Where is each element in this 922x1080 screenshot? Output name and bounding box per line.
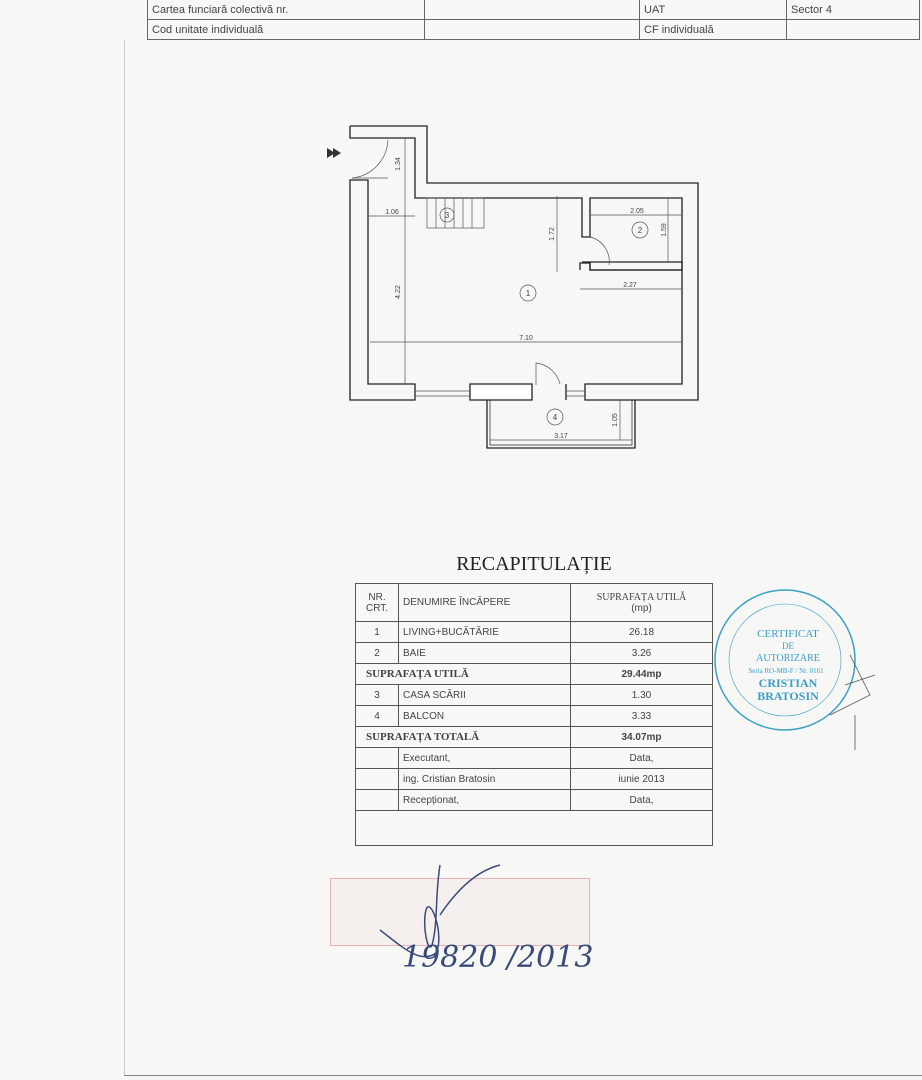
room-label: 2 xyxy=(638,226,643,235)
empty-cell xyxy=(355,810,713,846)
room-label: 3 xyxy=(445,211,450,220)
subtotal-label: SUPRAFAȚA UTILĂ xyxy=(355,663,571,685)
stamp-text: CRISTIAN xyxy=(759,676,818,690)
dimension-label: 4.22 xyxy=(395,285,402,299)
stamp-signature xyxy=(829,654,876,750)
cell-nr: 1 xyxy=(355,621,399,643)
cell-nr: 2 xyxy=(355,642,399,664)
dimension-label: 1.59 xyxy=(661,223,668,237)
cell-area: 26.18 xyxy=(570,621,713,643)
table-row: Cod unitate individuală CF individuală xyxy=(147,19,920,40)
cell-name: BAIE xyxy=(398,642,571,664)
cell-value xyxy=(786,19,920,40)
empty-cell xyxy=(355,789,399,811)
dimension-label: 3.17 xyxy=(554,433,568,440)
signoff-label: Executant, xyxy=(398,747,571,769)
dimension-label: 7.10 xyxy=(519,335,533,342)
room-label: 1 xyxy=(526,289,531,298)
signoff-date: Data, xyxy=(570,789,713,811)
signoff-date: Data, xyxy=(570,747,713,769)
cell-name: LIVING+BUCĂTĂRIE xyxy=(398,621,571,643)
cell-area: 3.26 xyxy=(570,642,713,664)
signoff-label: ing. Cristian Bratosin xyxy=(398,768,571,790)
stamp-text: CERTIFICAT xyxy=(757,628,819,640)
cell-nr: 3 xyxy=(355,684,399,706)
empty-row xyxy=(355,810,713,846)
total-label: SUPRAFAȚA TOTALĂ xyxy=(355,726,571,748)
header-area-unit: (mp) xyxy=(631,602,652,614)
dimension-label: 2.27 xyxy=(623,282,637,289)
recap-table: NR. CRT. DENUMIRE ÎNCĂPERE SUPRAFAȚA UTI… xyxy=(355,583,713,846)
stamp-text: BRATOSIN xyxy=(757,689,819,703)
empty-cell xyxy=(355,747,399,769)
dimension-label: 1.34 xyxy=(395,157,402,171)
dimension-label: 1.05 xyxy=(612,413,619,427)
stamp-text: AUTORIZARE xyxy=(756,653,820,664)
cell-label: CF individuală xyxy=(639,19,787,40)
dimension-label: 1.72 xyxy=(549,227,556,241)
subtotal-value: 29.44mp xyxy=(570,663,713,685)
header-name: DENUMIRE ÎNCĂPERE xyxy=(398,583,571,622)
signoff-label: Recepționat, xyxy=(398,789,571,811)
header-area: SUPRAFAȚA UTILĂ(mp) xyxy=(570,583,713,622)
cell-area: 3.33 xyxy=(570,705,713,727)
header-nr: NR. CRT. xyxy=(355,583,399,622)
cell-name: BALCON xyxy=(398,705,571,727)
dimension-label: 1.06 xyxy=(385,209,399,216)
stamp-text: DE xyxy=(782,641,794,651)
table-header-row: NR. CRT. DENUMIRE ÎNCĂPERE SUPRAFAȚA UTI… xyxy=(355,583,713,622)
handwritten-registration-number: 19820 /2013 xyxy=(402,940,594,975)
signature xyxy=(379,864,501,958)
cell-label: Cod unitate individuală xyxy=(147,19,425,40)
page-margin-line xyxy=(124,40,125,1075)
signoff-row: Executant,Data, xyxy=(355,747,713,769)
stamp-text: Seria RO-MB-F / Nr. 0161 xyxy=(748,667,824,675)
room-label: 4 xyxy=(553,413,558,422)
cadastral-info-table: Cartea funciară colectivă nr. UAT Sector… xyxy=(147,0,920,40)
empty-cell xyxy=(355,768,399,790)
signoff-row: Recepționat,Data, xyxy=(355,789,713,811)
total-value: 34.07mp xyxy=(570,726,713,748)
cell-nr: 4 xyxy=(355,705,399,727)
page-bottom-line xyxy=(124,1075,922,1076)
recap-title: RECAPITULAȚIE xyxy=(456,553,612,575)
signoff-date: iunie 2013 xyxy=(570,768,713,790)
cell-area: 1.30 xyxy=(570,684,713,706)
entrance-arrow-icon xyxy=(327,148,341,158)
cell-name: CASA SCĂRII xyxy=(398,684,571,706)
header-area-label: SUPRAFAȚA UTILĂ xyxy=(596,591,687,603)
certification-stamp: CERTIFICAT DE AUTORIZARE Seria RO-MB-F /… xyxy=(714,589,876,750)
floor-plan: 3 1 2 4 1.06 7.10 2.05 2.27 3.17 1.34 4.… xyxy=(327,125,699,449)
dimension-label: 2.05 xyxy=(630,208,644,215)
